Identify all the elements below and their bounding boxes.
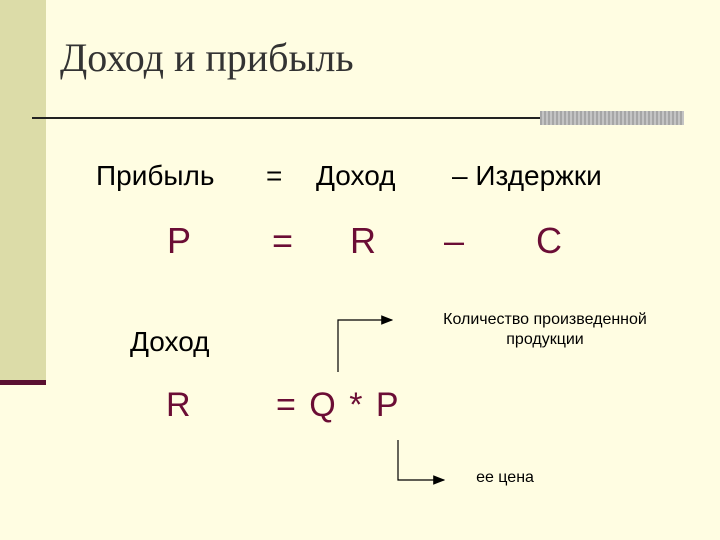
quantity-annotation-line1: Количество произведенной xyxy=(443,311,647,328)
revenue-word: Доход xyxy=(316,160,396,191)
equals-word: = xyxy=(266,160,283,191)
price-annotation: ее цена xyxy=(476,469,534,486)
costs-word: – Издержки xyxy=(452,160,602,191)
profit-symbol: P xyxy=(167,220,192,261)
price-arrow xyxy=(397,440,446,485)
revenue-symbol-2: R xyxy=(166,386,191,424)
minus-symbol: – xyxy=(444,220,465,261)
costs-symbol: C xyxy=(536,220,562,261)
title-divider-block xyxy=(540,111,684,125)
quantity-annotation: Количество произведенной продукции xyxy=(410,310,680,350)
slide-title: Доход и прибыль xyxy=(60,35,354,80)
revenue-symbol: R xyxy=(350,220,376,261)
quantity-annotation-line2: продукции xyxy=(506,331,584,348)
quantity-arrow xyxy=(337,315,394,372)
left-accent-underline xyxy=(0,380,46,385)
left-accent-bar xyxy=(0,0,46,380)
title-divider xyxy=(32,117,684,119)
revenue-formula: = Q * P xyxy=(276,386,401,424)
equals-symbol: = xyxy=(272,220,294,261)
revenue-label: Доход xyxy=(130,326,210,357)
profit-word: Прибыль xyxy=(96,160,215,191)
